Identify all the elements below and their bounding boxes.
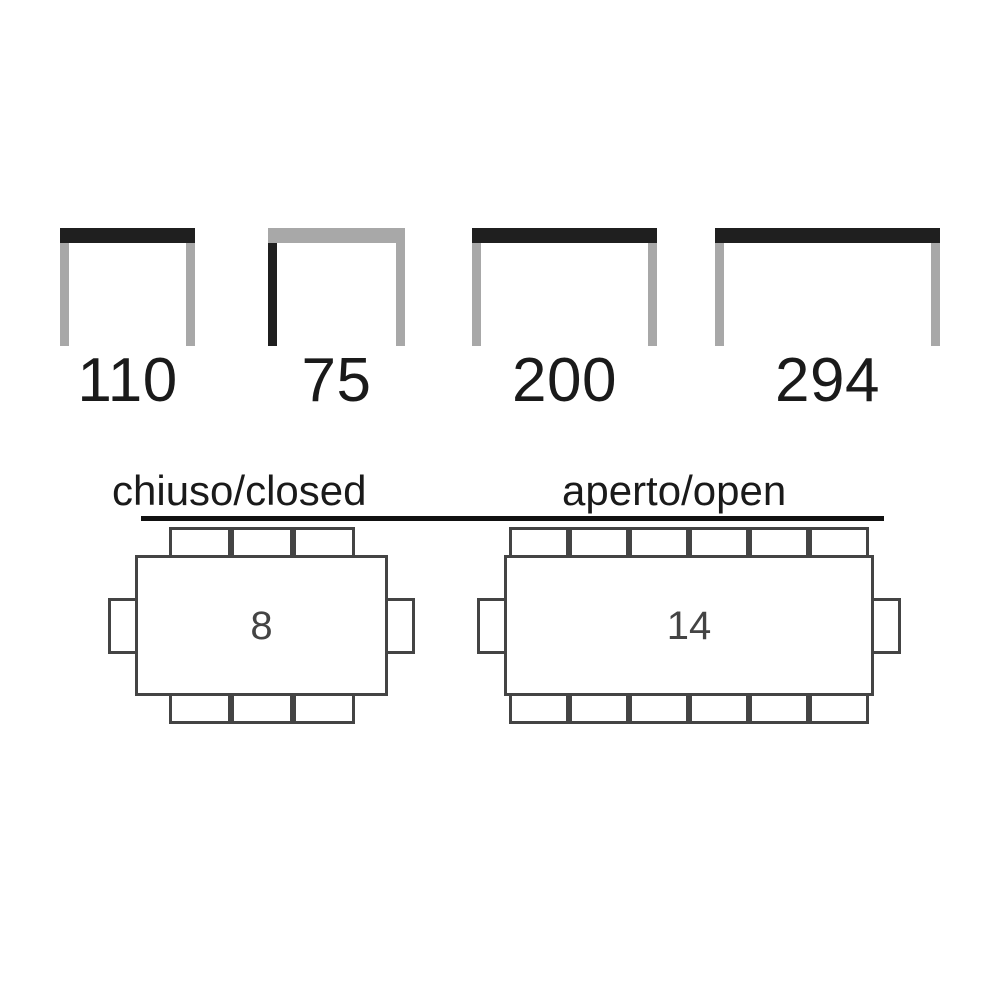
seat-bottom [292, 693, 355, 724]
elevation-width-closed: 110 [60, 228, 195, 428]
tabletop-bar [715, 228, 940, 243]
seat-top [230, 527, 293, 558]
seat-bottom [168, 693, 231, 724]
table-leg-left [268, 243, 277, 346]
elevation-length-open: 294 [715, 228, 940, 428]
table-leg-right [931, 243, 940, 346]
seat-bottom [230, 693, 293, 724]
seat-bottom [509, 693, 569, 724]
seat-bottom [749, 693, 809, 724]
caption-aperto-open: aperto/open [562, 467, 787, 514]
table-leg-right [648, 243, 657, 346]
seat-bottom [689, 693, 749, 724]
seat-top [168, 527, 231, 558]
seat-bottom [569, 693, 629, 724]
table-leg-left [472, 243, 481, 346]
elevation-length-closed: 200 [472, 228, 657, 428]
seat-left [108, 597, 138, 654]
tabletop-bar [472, 228, 657, 243]
section-divider-rule [141, 516, 884, 521]
seat-top [689, 527, 749, 558]
dimension-label-110: 110 [77, 346, 178, 415]
seat-top [292, 527, 355, 558]
dimension-label-294: 294 [775, 346, 880, 415]
elevation-height: 75 [268, 228, 405, 428]
plan-view-closed: 8 [108, 527, 415, 724]
seat-count-8: 8 [250, 603, 273, 648]
caption-chiuso-closed: chiuso/closed [112, 467, 367, 514]
tabletop-bar [60, 228, 195, 243]
table-leg-left [715, 243, 724, 346]
table-leg-right [396, 243, 405, 346]
seat-bottom [809, 693, 869, 724]
seat-right [385, 597, 415, 654]
plan-view-open: 14 [477, 527, 901, 724]
table-leg-left [60, 243, 69, 346]
seat-count-14: 14 [666, 603, 712, 648]
seat-top [569, 527, 629, 558]
tabletop-bar [268, 228, 405, 243]
seat-right [871, 597, 901, 654]
dimension-label-75: 75 [301, 346, 372, 415]
seat-bottom [629, 693, 689, 724]
seat-left [477, 597, 507, 654]
dimension-label-200: 200 [512, 346, 617, 415]
seat-top [809, 527, 869, 558]
seat-top [749, 527, 809, 558]
seat-top [629, 527, 689, 558]
table-leg-right [186, 243, 195, 346]
seat-top [509, 527, 569, 558]
